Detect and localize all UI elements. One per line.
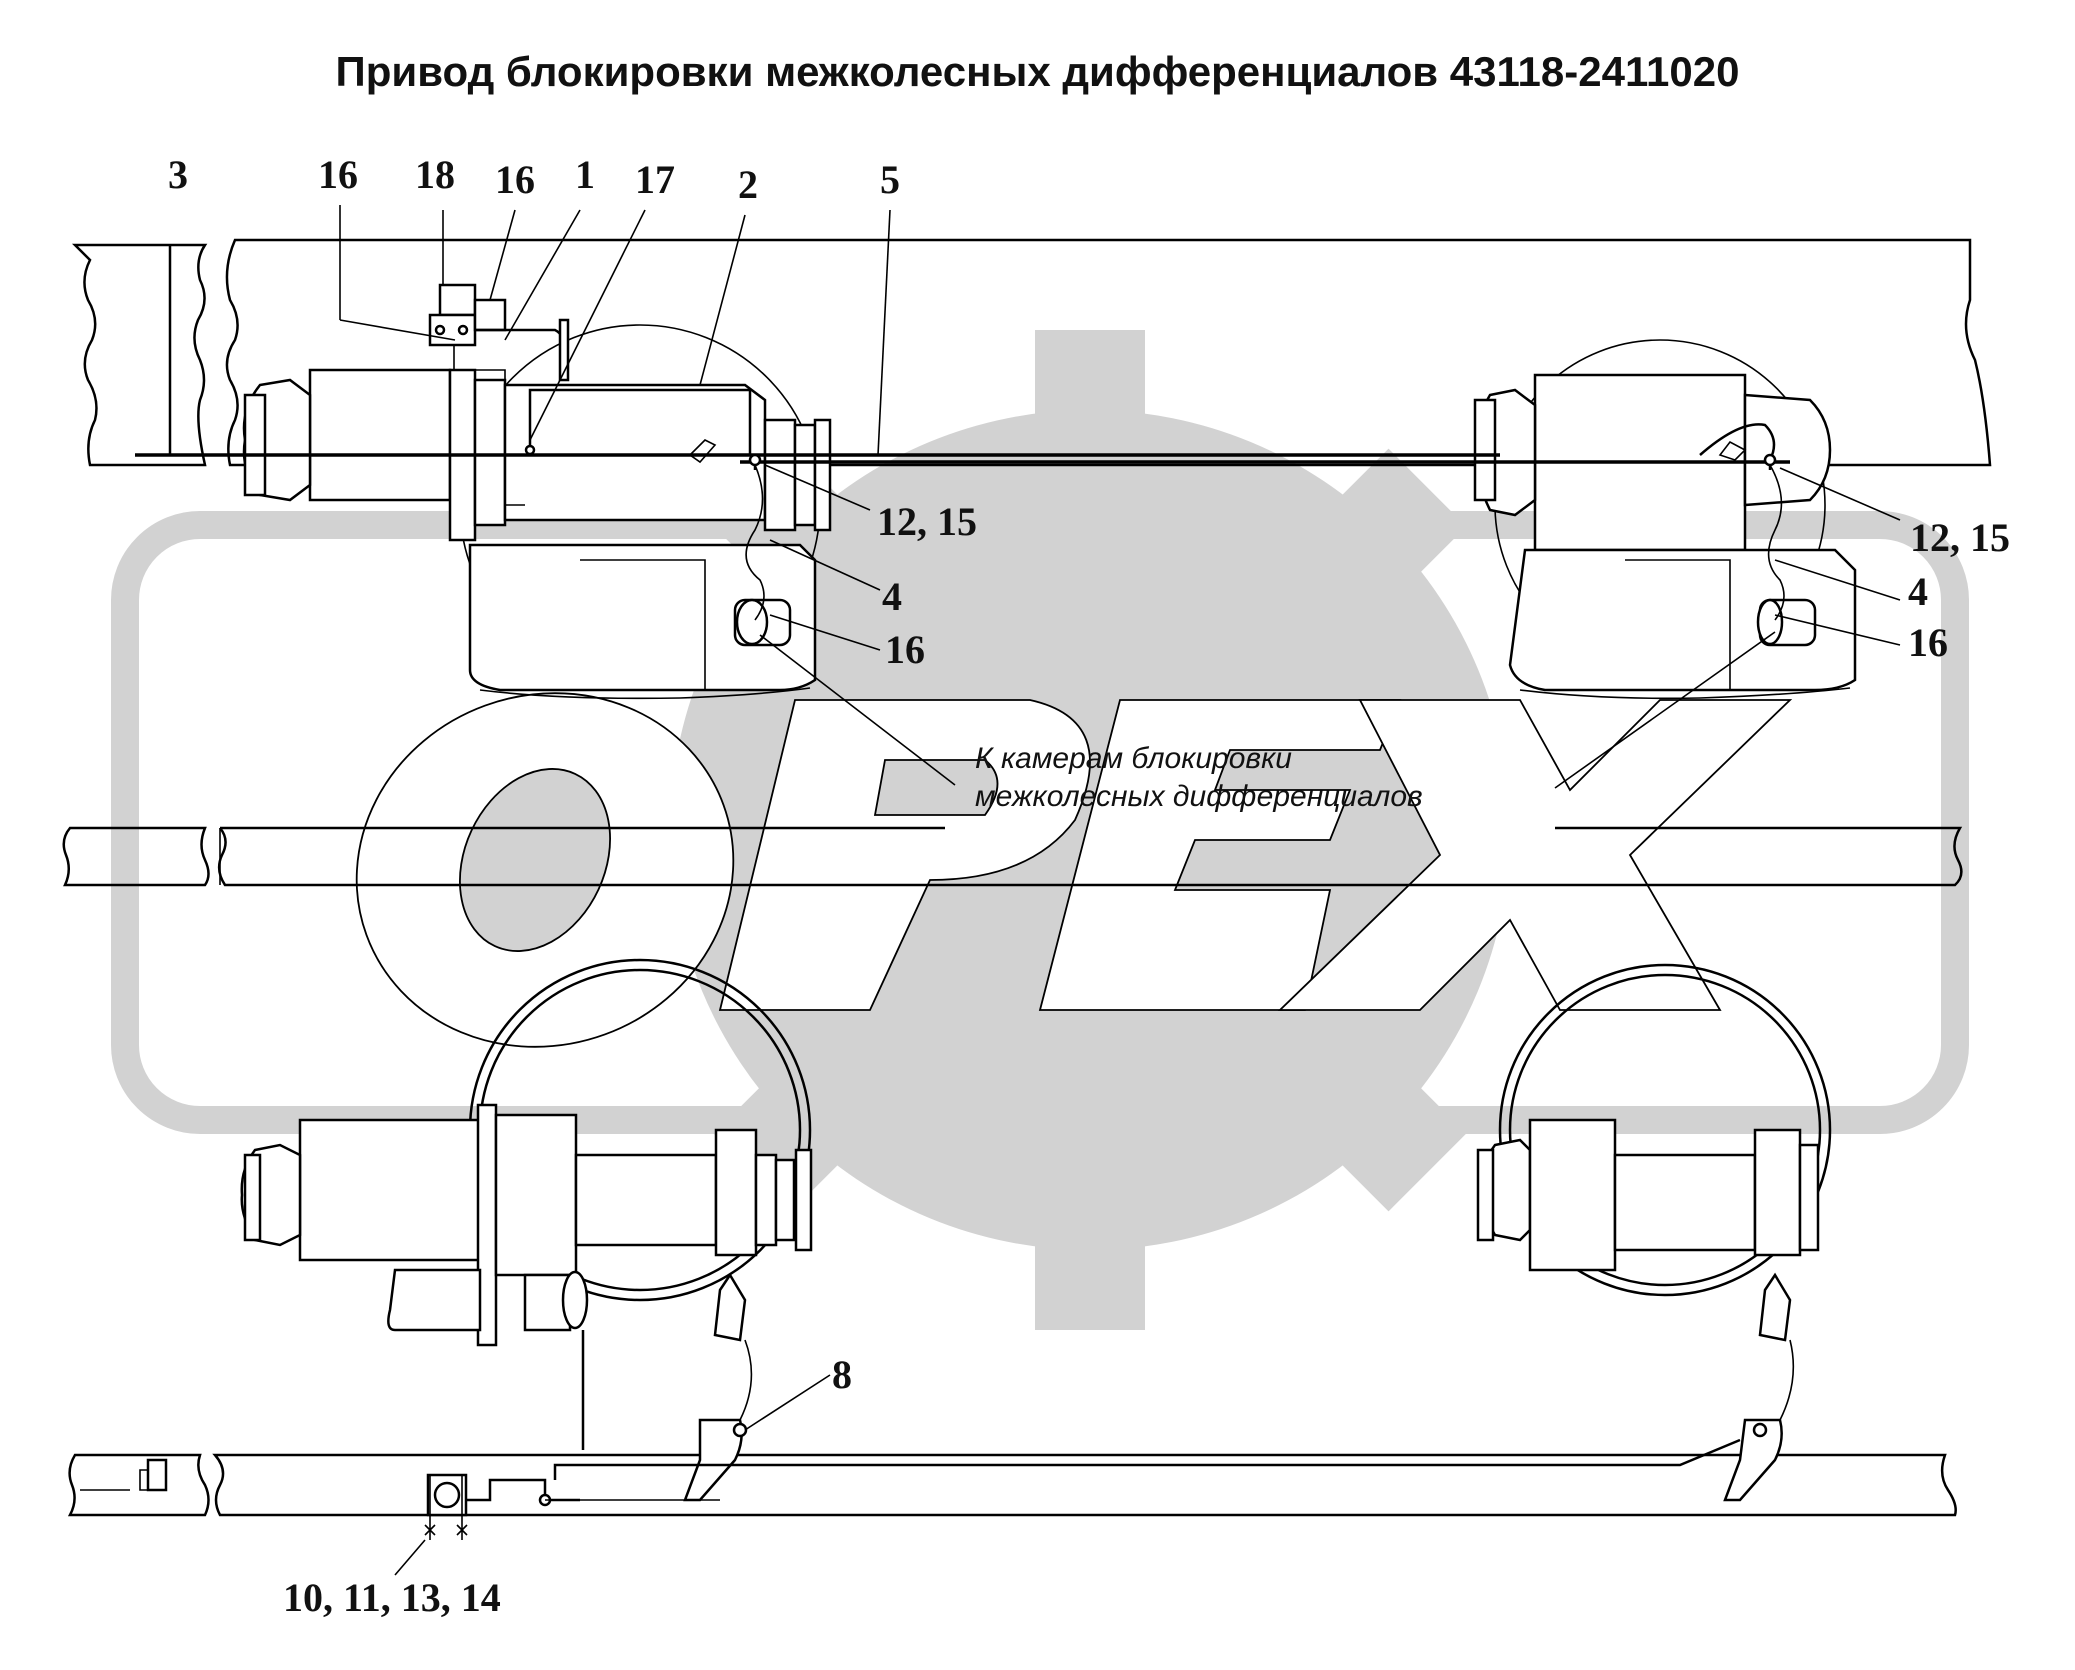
callout-4-left: 4: [882, 574, 902, 619]
callout-12-15-left: 12, 15: [877, 499, 977, 544]
callout-leaders: [339, 205, 1901, 1431]
leader-lines-note: [759, 631, 1776, 789]
callout-16-right: 16: [1908, 620, 1948, 665]
axle-lower-2: [1476, 963, 1832, 1297]
axle-lower-1: [240, 958, 813, 1450]
valve-assembly: [428, 283, 570, 506]
callout-12-15-right: 12, 15: [1910, 515, 2010, 560]
page-title: Привод блокировки межколесных дифференци…: [335, 48, 1740, 95]
frame-rail-middle: [62, 826, 1963, 887]
note-line-2: межколесных дифференциалов: [975, 780, 1423, 813]
watermark-logo: [111, 330, 1969, 1330]
note-line-1: К камерам блокировки: [975, 742, 1292, 775]
watermark-letters: [355, 692, 1793, 1048]
callout-8: 8: [832, 1352, 852, 1397]
callout-4-right: 4: [1908, 569, 1928, 614]
callout-5: 5: [880, 157, 900, 202]
callout-2: 2: [738, 162, 758, 207]
axle-upper-1: [242, 324, 832, 700]
frame-rail-upper: [71, 238, 1992, 467]
pipeline-lower: [80, 1438, 1741, 1576]
frame-rail-lower: [67, 1453, 1957, 1517]
callout-1: 1: [575, 152, 595, 197]
callout-10-11-13-14: 10, 11, 13, 14: [283, 1575, 501, 1620]
note-lock-chambers: К камерам блокировки межколесных диффере…: [975, 740, 1423, 816]
callout-16-top-left: 16: [318, 152, 358, 197]
callout-16-left: 16: [885, 627, 925, 672]
lever-right: [1723, 1272, 1795, 1502]
callout-17: 17: [635, 157, 675, 202]
callout-16-top-right: 16: [495, 157, 535, 202]
pipeline-upper: [135, 245, 1790, 621]
callout-18: 18: [415, 152, 455, 197]
watermark-frame: [111, 511, 1969, 1134]
callout-3: 3: [168, 152, 188, 197]
